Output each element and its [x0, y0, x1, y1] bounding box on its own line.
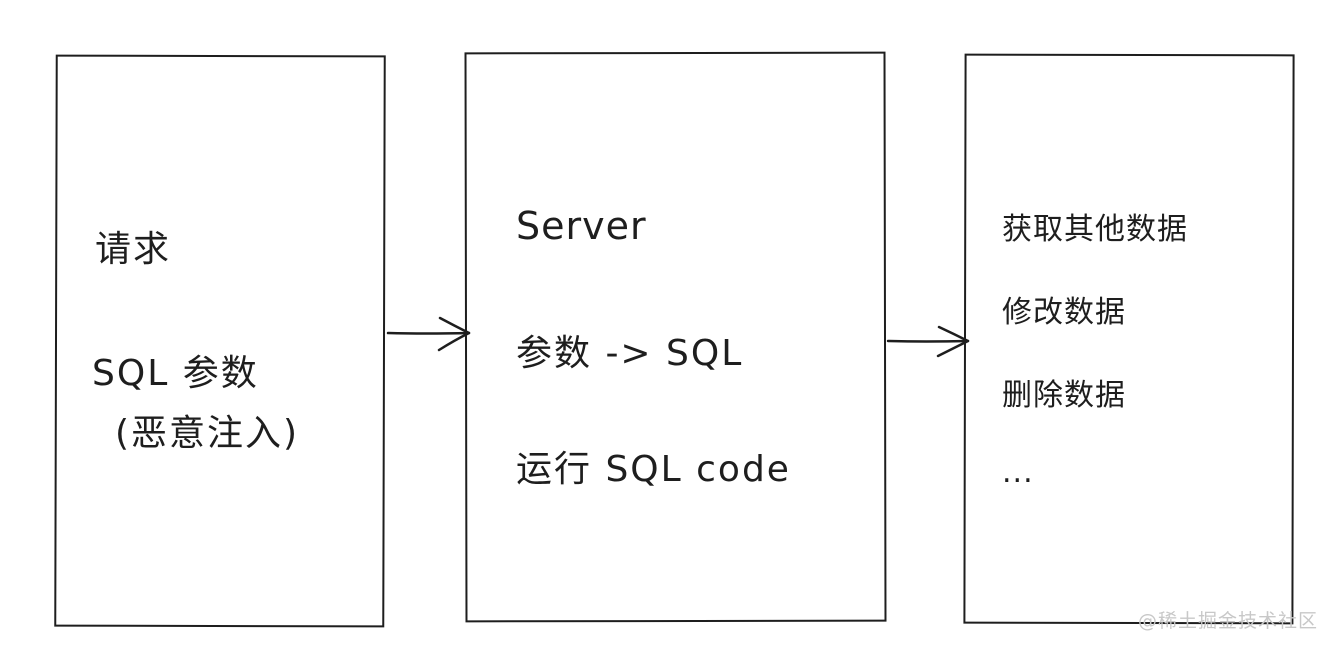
server-title: Server	[516, 204, 647, 248]
result-item-modify-data: 修改数据	[1002, 295, 1126, 330]
server-params-to-sql: 参数 -> SQL	[516, 333, 744, 374]
request-title: 请求	[95, 229, 172, 270]
arrow-request-to-server	[386, 316, 471, 352]
result-item-get-other-data: 获取其他数据	[1002, 212, 1188, 247]
watermark: @稀土掘金技术社区	[1137, 610, 1318, 632]
result-box	[963, 53, 1295, 625]
request-sql-params: SQL 参数	[92, 353, 259, 394]
result-item-ellipsis: ...	[1002, 455, 1034, 490]
arrow-server-to-result	[886, 325, 970, 358]
result-item-delete-data: 删除数据	[1002, 378, 1126, 413]
request-malicious-injection: (恶意注入)	[115, 413, 300, 454]
request-box	[54, 54, 386, 628]
server-run-sql-code: 运行 SQL code	[516, 449, 791, 490]
